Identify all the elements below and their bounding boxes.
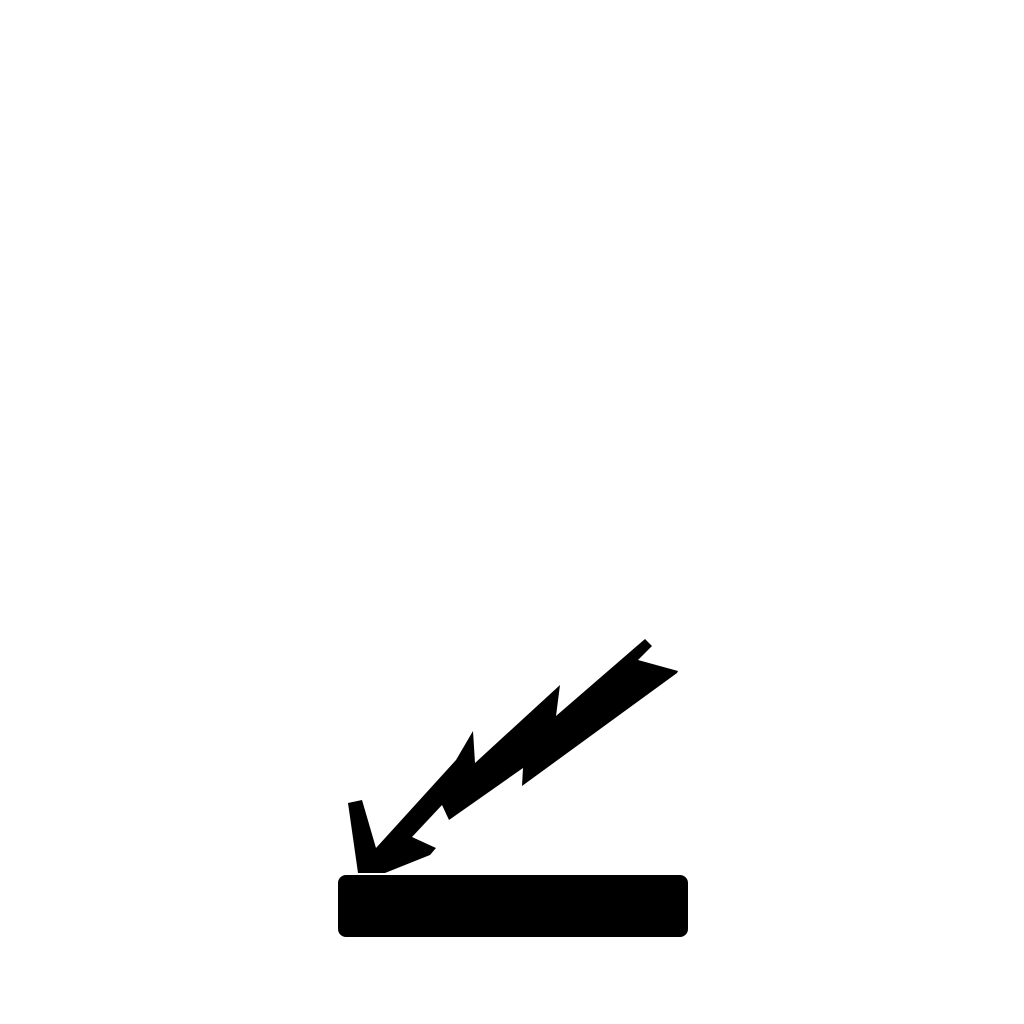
surface-plate (338, 875, 688, 937)
lightning-bolt-icon (348, 639, 678, 873)
